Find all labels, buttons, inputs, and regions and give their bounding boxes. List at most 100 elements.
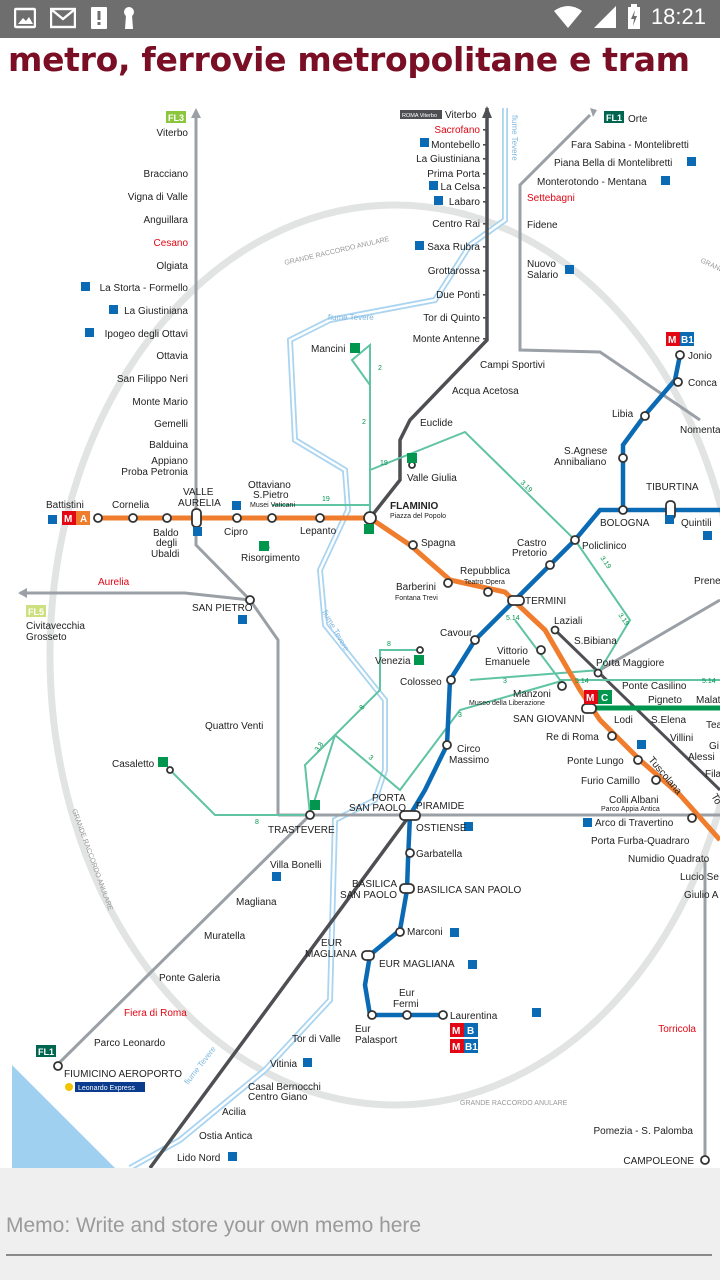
station-grottarossa: Grottarossa xyxy=(428,266,481,277)
rail-roma-viterbo-arrow xyxy=(482,106,492,118)
battery-icon xyxy=(627,4,640,29)
clock: 18:21 xyxy=(650,4,706,29)
rail-fiumicino xyxy=(55,813,312,1067)
station-lido-nord: Lido Nord xyxy=(177,1153,220,1164)
stop-risorgimento: Risorgimento xyxy=(241,553,300,564)
stop-filarete: Fila xyxy=(705,769,720,780)
stop-lodi: Lodi xyxy=(614,715,633,726)
svg-text:M: M xyxy=(452,1026,460,1037)
svg-text:19: 19 xyxy=(380,460,388,467)
memo-input[interactable] xyxy=(6,1198,712,1256)
south-east-labels: Torricola Pomezia - S. Palomba CAMPOLEON… xyxy=(594,1024,697,1167)
svg-text:2: 2 xyxy=(353,343,357,350)
station-villa-bonelli: Villa Bonelli xyxy=(270,860,322,871)
svg-text:3: 3 xyxy=(313,804,317,811)
station-laurentina: Laurentina xyxy=(450,1011,498,1022)
station-flaminio: FLAMINIO xyxy=(390,501,439,512)
stop-teano: Tea xyxy=(706,720,720,731)
station-nuovo-salario-1: Nuovo xyxy=(527,259,556,270)
gra-label-bottom: GRANDE RACCORDO ANULARE xyxy=(460,1100,568,1107)
station-piana-bella: Piana Bella di Montelibretti xyxy=(554,158,672,169)
memo-bar xyxy=(0,1168,720,1280)
station-viterbo-fl3: Viterbo xyxy=(156,128,188,139)
station-valle-aurelia-1: VALLE xyxy=(183,487,214,498)
fl5-badge-text: FL5 xyxy=(28,607,44,617)
station-settebagni: Settebagni xyxy=(527,193,575,204)
roma-viterbo-badge xyxy=(400,110,442,119)
station-euclide: Euclide xyxy=(420,418,453,429)
station-fidene: Fidene xyxy=(527,220,558,231)
stop-mancini: Mancini xyxy=(311,344,345,355)
station-porta-san-paolo-1: PORTA xyxy=(372,793,406,804)
road-tuscolana: Tuscolana xyxy=(646,755,684,797)
metro-map-svg: GRANDE RACCORDO ANULARE GRANDE RACCORDO … xyxy=(12,106,720,1168)
station-ponte-lungo: Ponte Lungo xyxy=(567,756,624,767)
station-policlinico: Policlinico xyxy=(582,541,627,552)
status-bar: 18:21 xyxy=(0,0,720,38)
station-san-filippo-neri: San Filippo Neri xyxy=(117,374,188,385)
station-ostia-antica: Ostia Antica xyxy=(199,1131,253,1142)
svg-text:3: 3 xyxy=(503,678,507,685)
svg-text:3: 3 xyxy=(410,456,414,463)
mb1-badge: B1 xyxy=(681,335,694,346)
station-eur-fermi-2: Fermi xyxy=(393,999,419,1010)
tram-2 xyxy=(350,342,371,518)
svg-text:8: 8 xyxy=(161,761,165,768)
station-jonio: Jonio xyxy=(688,351,712,362)
fl1-badge-text: FL1 xyxy=(606,113,622,123)
station-saxa-rubra: Saxa Rubra xyxy=(427,242,480,253)
station-appiano: Appiano xyxy=(151,456,188,467)
road-to: To xyxy=(708,792,720,807)
stop-alessi: Alessi xyxy=(688,752,715,763)
station-baldo-3: Ubaldi xyxy=(151,549,179,560)
station-termini: TERMINI xyxy=(525,596,566,607)
station-ostiense: OSTIENSE xyxy=(416,823,467,834)
viterbo-line-ticks xyxy=(483,129,487,340)
station-civitavecchia: Civitavecchia xyxy=(26,621,85,632)
station-nomentana: Nomenta xyxy=(680,425,720,436)
alert-icon xyxy=(91,7,107,29)
fl1-badge xyxy=(604,111,624,123)
station-spagna: Spagna xyxy=(421,538,456,549)
sea xyxy=(12,1065,115,1168)
station-la-giustiniana: La Giustiniana xyxy=(416,154,480,165)
stop-s-bibiana: S.Bibiana xyxy=(574,636,617,647)
svg-text:3.8: 3.8 xyxy=(314,741,325,753)
station-la-storta: La Storta - Formello xyxy=(100,283,189,294)
svg-text:8: 8 xyxy=(255,819,259,826)
fl3-station-labels: Viterbo Bracciano Vigna di Valle Anguill… xyxy=(100,128,189,478)
transit-map[interactable]: GRANDE RACCORDO ANULARE GRANDE RACCORDO … xyxy=(0,90,720,1168)
station-tor-di-valle: Tor di Valle xyxy=(292,1034,341,1045)
station-muratella: Muratella xyxy=(204,931,246,942)
station-ipogeo: Ipogeo degli Ottavi xyxy=(105,329,188,340)
rail-west-labels: Aurelia Civitavecchia Grosseto SAN PIETR… xyxy=(26,577,467,1092)
station-labaro: Labaro xyxy=(449,197,481,208)
station-annibaliano: Annibaliano xyxy=(554,457,607,468)
ma-badge: A xyxy=(80,514,87,525)
gmail-icon xyxy=(50,7,76,29)
tram-5-14 xyxy=(514,619,720,681)
station-valle-aurelia-2: AURELIA xyxy=(178,498,221,509)
station-furio-camillo: Furio Camillo xyxy=(581,776,640,787)
svg-text:3: 3 xyxy=(458,712,462,719)
viterbo-line-labels: Viterbo Sacrofano Montebello La Giustini… xyxy=(407,110,545,484)
station-barberini: Barberini xyxy=(396,582,436,593)
station-monte-mario: Monte Mario xyxy=(132,397,188,408)
svg-text:8: 8 xyxy=(387,641,391,648)
river-label-tevere-mid: fiume Tevere xyxy=(320,609,351,654)
station-trastevere: TRASTEVERE xyxy=(268,825,335,836)
keyhole-icon xyxy=(124,7,134,29)
station-manzoni-2: Museo della Liberazione xyxy=(469,700,545,707)
station-cavour: Cavour xyxy=(440,628,473,639)
svg-text:M: M xyxy=(668,335,676,346)
fl1-airport-badge xyxy=(36,1045,56,1057)
station-re-di-roma: Re di Roma xyxy=(546,732,599,743)
station-gemelli: Gemelli xyxy=(154,419,188,430)
station-la-giustiniana-fl3: La Giustiniana xyxy=(124,306,188,317)
svg-text:5.14: 5.14 xyxy=(702,678,716,685)
station-eur-fermi-1: Eur xyxy=(399,988,415,999)
stop-s-elena: S.Elena xyxy=(651,715,686,726)
svg-text:M: M xyxy=(64,514,72,525)
station-colli-albani-2: Parco Appia Antica xyxy=(601,806,660,813)
roma-lido-labels: Tor di Valle Vitinia Casal Bernocchi Cen… xyxy=(177,1034,341,1164)
